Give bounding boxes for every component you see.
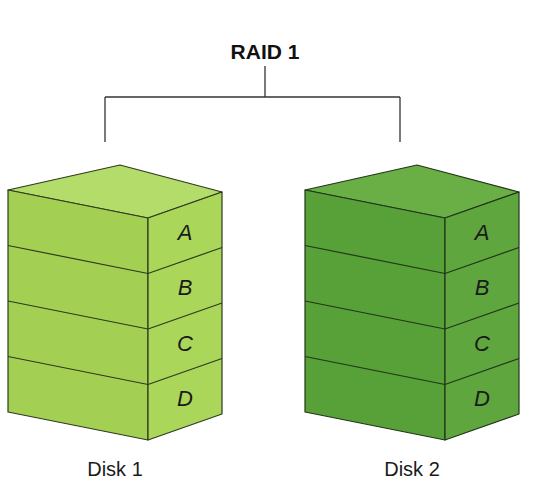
- data-block: D: [162, 377, 208, 421]
- bracket: [105, 66, 400, 142]
- block-letter: D: [177, 386, 193, 412]
- data-block: D: [459, 377, 505, 421]
- disk-1-stack: [8, 165, 222, 440]
- data-block: B: [459, 266, 505, 310]
- block-letter: C: [474, 331, 490, 357]
- data-block: A: [162, 211, 208, 255]
- disk-stack: Disk 2ABCD: [305, 165, 519, 440]
- block-letter: A: [178, 220, 193, 246]
- block-letter: A: [475, 220, 490, 246]
- disk-label: Disk 2: [285, 458, 534, 481]
- disk-label: Disk 1: [0, 458, 242, 481]
- disk-2-stack: [305, 165, 519, 440]
- data-block: C: [162, 322, 208, 366]
- disk-stack: Disk 1ABCD: [8, 165, 222, 440]
- diagram-title: RAID 1: [231, 40, 300, 64]
- block-letter: D: [474, 386, 490, 412]
- block-letter: B: [475, 275, 490, 301]
- data-block: A: [459, 211, 505, 255]
- block-letter: C: [177, 331, 193, 357]
- data-block: B: [162, 266, 208, 310]
- data-block: C: [459, 322, 505, 366]
- block-letter: B: [178, 275, 193, 301]
